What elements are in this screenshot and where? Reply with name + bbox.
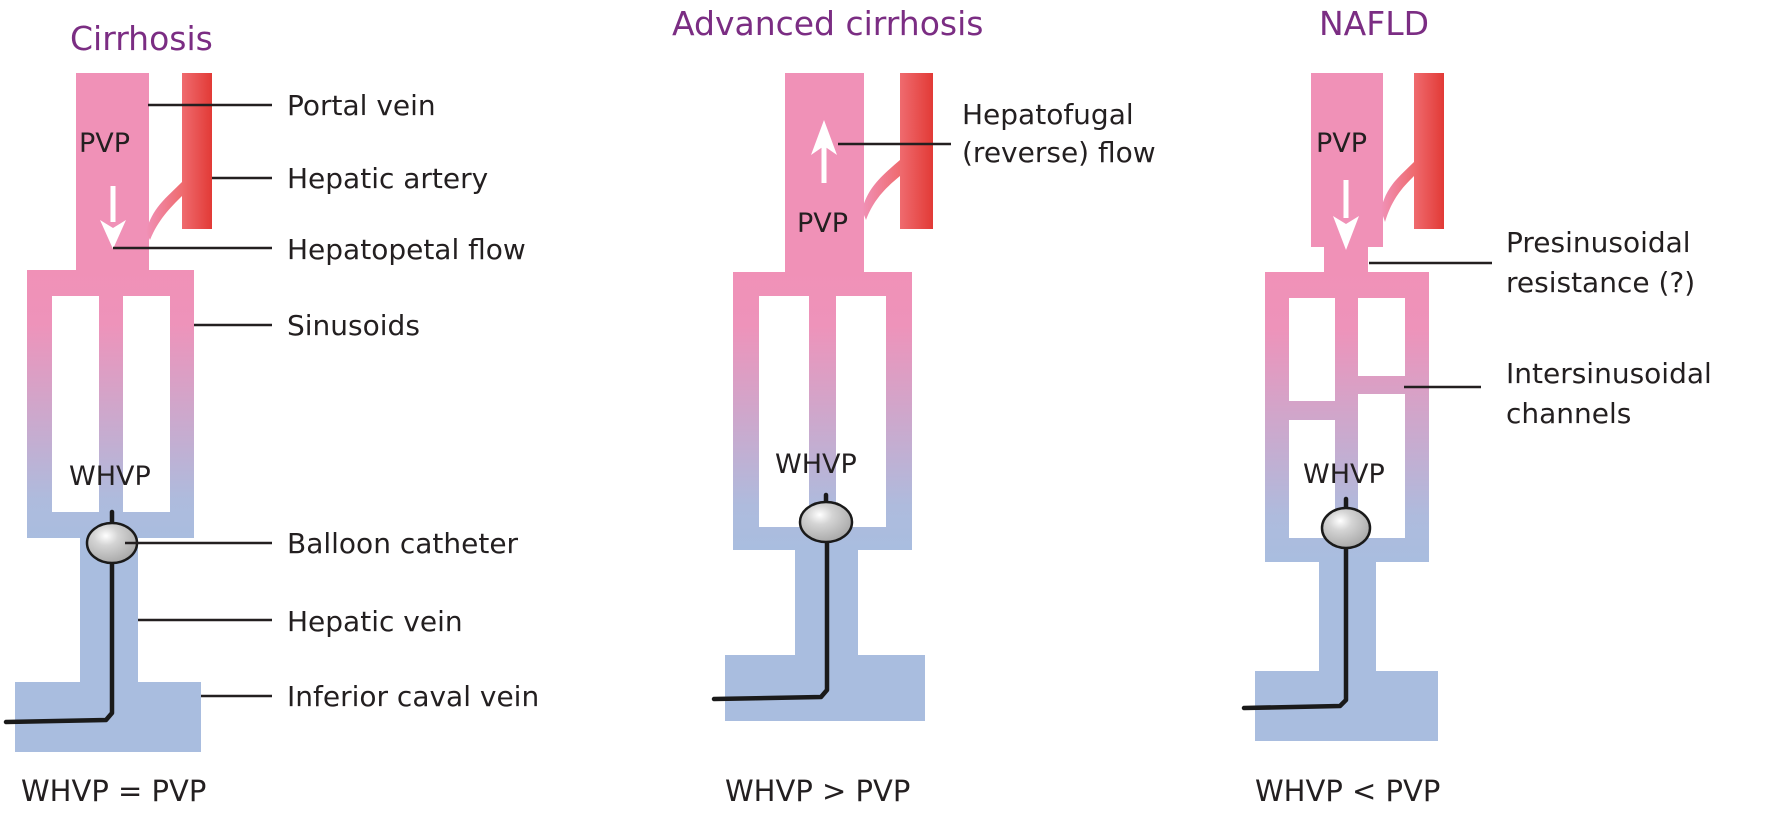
hepatic-artery xyxy=(1414,73,1444,229)
pressure-relation: WHVP > PVP xyxy=(725,774,910,808)
balloon-catheter-icon xyxy=(1320,506,1372,550)
label-hepatic-artery: Hepatic artery xyxy=(287,162,488,195)
hepatic-artery xyxy=(182,73,212,229)
arterial-branch xyxy=(862,160,900,220)
pressure-relation: WHVP < PVP xyxy=(1255,774,1440,808)
whvp-label: WHVP xyxy=(775,449,857,480)
panel-advanced-cirrhosis: Advanced cirrhosis PVP WHVP Hepatofugal … xyxy=(672,4,1156,808)
panel-title: Advanced cirrhosis xyxy=(672,4,983,43)
label-balloon-catheter: Balloon catheter xyxy=(287,527,519,560)
whvp-label: WHVP xyxy=(1303,459,1385,490)
label-resistance: resistance (?) xyxy=(1506,266,1695,299)
label-hepatic-vein: Hepatic vein xyxy=(287,605,463,638)
sinusoid-network xyxy=(733,272,912,550)
label-intersinusoidal: Intersinusoidal xyxy=(1506,357,1712,390)
whvp-label: WHVP xyxy=(69,461,151,492)
flow-arrow-down-icon xyxy=(100,186,126,249)
label-channels: channels xyxy=(1506,397,1631,430)
pressure-relation: WHVP = PVP xyxy=(21,774,206,808)
pvp-label: PVP xyxy=(797,208,848,239)
arterial-branch xyxy=(1381,162,1414,222)
flow-arrow-down-icon xyxy=(1333,180,1359,250)
balloon-catheter-icon xyxy=(798,500,854,544)
panel-nafld: NAFLD PVP WHVP Presinusoidal resistance … xyxy=(1241,4,1712,808)
hepatic-artery xyxy=(900,73,933,229)
arterial-branch xyxy=(146,182,182,240)
label-portal-vein: Portal vein xyxy=(287,89,436,122)
label-sinusoids: Sinusoids xyxy=(287,309,420,342)
pvp-label: PVP xyxy=(1316,128,1367,159)
label-hepatofugal: Hepatofugal xyxy=(962,98,1134,131)
pvp-label: PVP xyxy=(79,128,130,159)
flow-arrow-up-icon xyxy=(811,120,837,183)
label-presinusoidal: Presinusoidal xyxy=(1506,226,1691,259)
label-hepatopetal-flow: Hepatopetal flow xyxy=(287,233,526,266)
panel-cirrhosis: Cirrhosis PVP WHVP Portal vein xyxy=(3,19,539,808)
panel-title: NAFLD xyxy=(1319,4,1429,43)
label-inferior-caval-vein: Inferior caval vein xyxy=(287,680,539,713)
portal-vein xyxy=(1311,73,1383,247)
label-reverse-flow: (reverse) flow xyxy=(962,136,1156,169)
panel-title: Cirrhosis xyxy=(70,19,213,58)
sinusoid-network xyxy=(1265,272,1429,562)
sinusoid-network xyxy=(27,270,194,538)
